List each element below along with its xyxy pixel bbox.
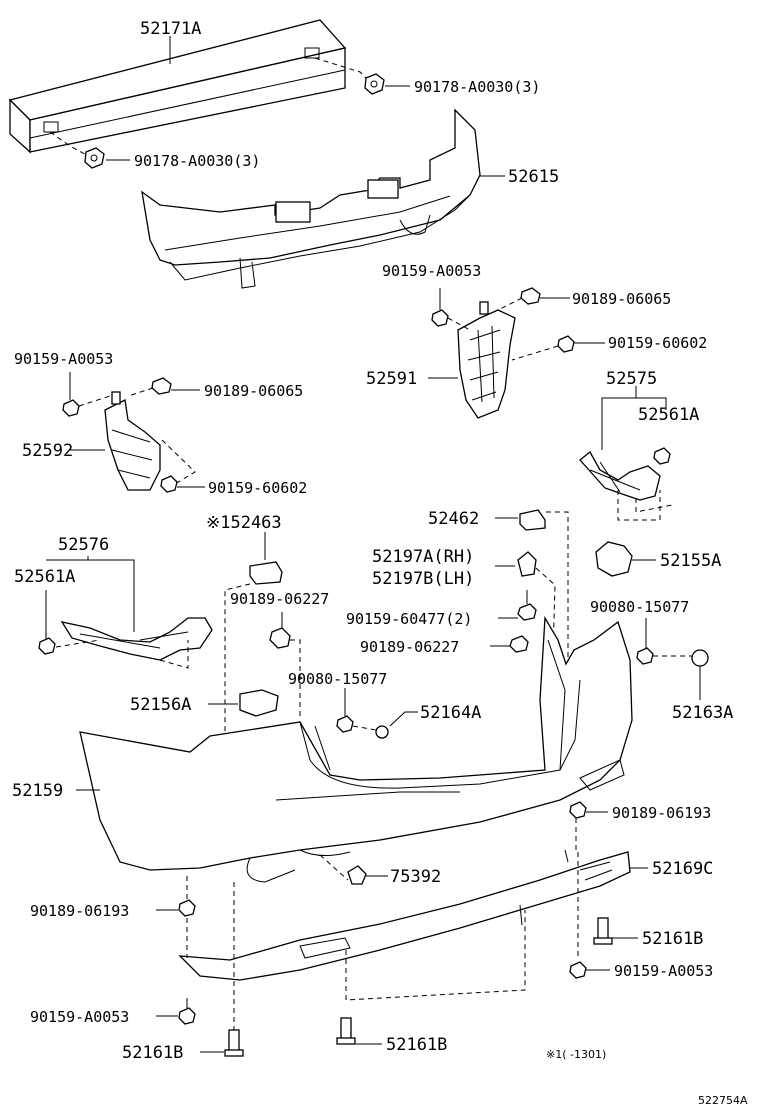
label-90159A0053-c: 90159-A0053	[614, 962, 713, 980]
lower-spoiler	[178, 849, 631, 981]
clip-icon	[269, 627, 291, 649]
energy-absorber	[141, 108, 481, 289]
label-90159-60477: 90159-60477(2)	[346, 610, 472, 628]
label-52161B-center: 52161B	[386, 1035, 447, 1055]
label-90189-06227-b: 90189-06227	[360, 638, 459, 656]
label-52156A: 52156A	[130, 695, 191, 715]
label-75392: 75392	[390, 867, 441, 887]
label-52164A: 52164A	[420, 703, 481, 723]
label-90080-a: 90080-15077	[590, 598, 689, 616]
screw-icon	[38, 637, 56, 655]
retainer-pad-52462	[519, 509, 546, 531]
nut-icon	[364, 73, 385, 95]
push-rivet-icon	[593, 917, 613, 945]
reinforcement-beam	[8, 19, 347, 154]
label-90178-b: 90178-A0030(3)	[134, 152, 260, 170]
label-52197B: 52197B(LH)	[372, 569, 474, 589]
screw-icon	[517, 590, 537, 621]
label-90189-06193-left: 90189-06193	[30, 902, 129, 920]
label-90159A0053-b: 90159-A0053	[14, 350, 113, 368]
label-90159A0053-d: 90159-A0053	[30, 1008, 129, 1026]
clip-icon	[569, 801, 587, 819]
clip-icon	[151, 377, 172, 395]
label-90080-b: 90080-15077	[288, 670, 387, 688]
plug-52164A	[375, 725, 389, 739]
label-52169C: 52169C	[652, 859, 713, 879]
left-side-bracket	[104, 391, 161, 491]
clip-icon	[62, 372, 80, 417]
bracket-52155A	[595, 541, 633, 577]
label-52163A: 52163A	[672, 703, 733, 723]
nut-icon	[84, 147, 105, 169]
clip-75392	[347, 865, 367, 885]
label-90189-06193-right: 90189-06193	[612, 804, 711, 822]
diagram-id: 522754A	[698, 1094, 748, 1107]
footnote: ※1( -1301)	[546, 1048, 606, 1061]
push-rivet-icon	[336, 1017, 356, 1045]
screw-icon	[653, 447, 671, 465]
clip-icon	[178, 899, 196, 917]
label-90159-60602-a: 90159-60602	[608, 334, 707, 352]
label-52561A-left: 52561A	[14, 567, 75, 587]
label-52159: 52159	[12, 781, 63, 801]
clip-52197	[517, 551, 537, 577]
label-90159-60602-b: 90159-60602	[208, 479, 307, 497]
label-52575: 52575	[606, 369, 657, 389]
left-retainer	[60, 617, 213, 661]
label-90178-a: 90178-A0030(3)	[414, 78, 540, 96]
label-52462: 52462	[428, 509, 479, 529]
label-90189-06065-a: 90189-06065	[572, 290, 671, 308]
right-side-bracket	[457, 301, 516, 419]
label-52197A: 52197A(RH)	[372, 547, 474, 567]
label-90189-06065-b: 90189-06065	[204, 382, 303, 400]
label-90189-06227-a: 90189-06227	[230, 590, 329, 608]
label-52615: 52615	[508, 167, 559, 187]
nut-icon	[336, 715, 354, 733]
label-52155A: 52155A	[660, 551, 721, 571]
nut-icon	[636, 647, 654, 665]
label-52171A: 52171A	[140, 19, 201, 39]
push-rivet-icon	[224, 1029, 244, 1057]
label-52161B-right: 52161B	[642, 929, 703, 949]
label-52591: 52591	[366, 369, 417, 389]
screw-icon	[557, 335, 575, 353]
screw-icon	[569, 961, 587, 979]
bumper-cover	[79, 615, 633, 883]
clip-icon	[509, 635, 529, 653]
retainer-pad-52463	[249, 561, 283, 585]
label-52576: 52576	[58, 535, 109, 555]
label-52592: 52592	[22, 441, 73, 461]
right-retainer	[579, 451, 661, 501]
plug-52163A	[691, 649, 709, 667]
clip-icon	[431, 288, 449, 327]
label-52463: ※152463	[206, 513, 282, 533]
clip-icon	[520, 287, 541, 305]
screw-icon	[178, 998, 196, 1025]
clip-52156A	[239, 689, 279, 717]
screw-icon	[160, 475, 178, 493]
label-52161B-left: 52161B	[122, 1043, 183, 1063]
label-52561A-right: 52561A	[638, 405, 699, 425]
label-90159A0053-a: 90159-A0053	[382, 262, 481, 280]
